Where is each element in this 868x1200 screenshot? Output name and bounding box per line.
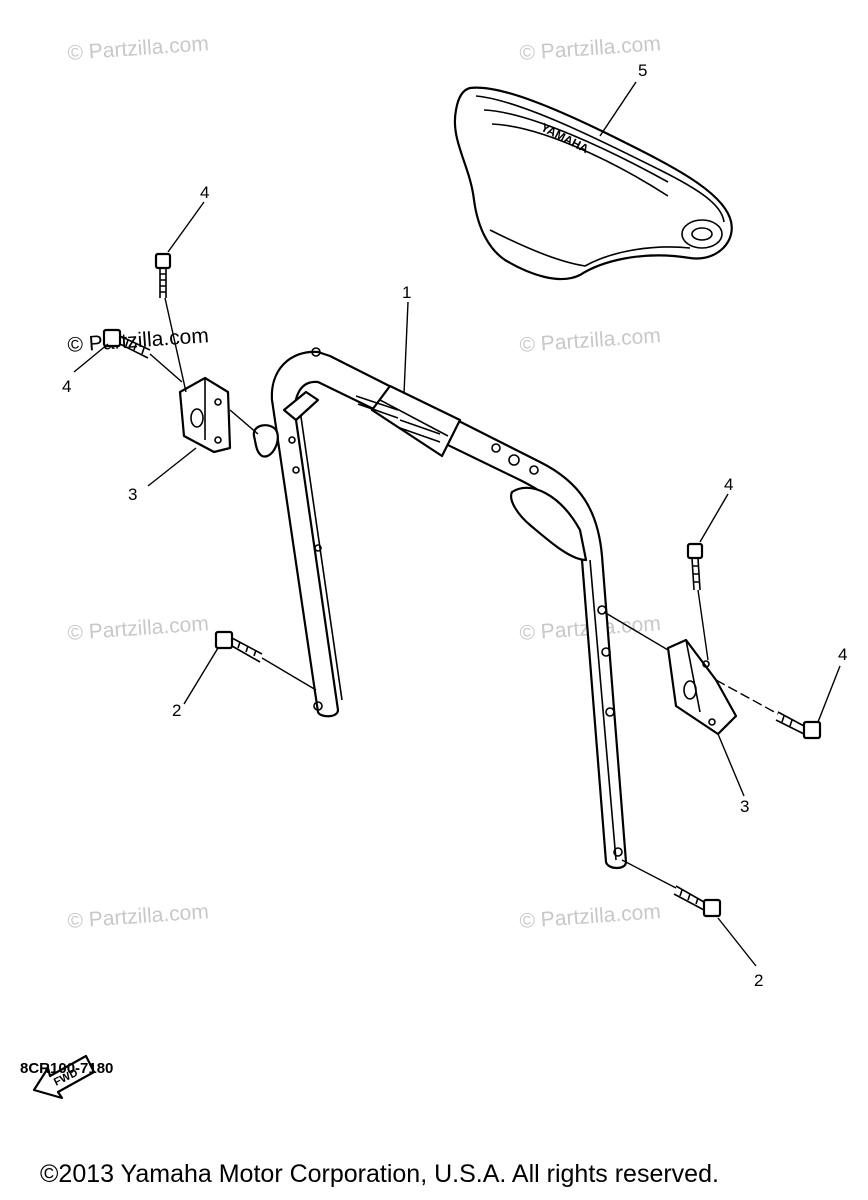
bolt-4-right-top (686, 542, 704, 591)
frame-bar (270, 347, 628, 870)
copyright-notice: ©2013 Yamaha Motor Corporation, U.S.A. A… (40, 1160, 719, 1188)
watermark: © Partzilla.com (67, 32, 210, 65)
callout-2: 2 (754, 971, 763, 990)
watermark: © Partzilla.com (519, 900, 662, 933)
callout-4: 4 (838, 645, 847, 664)
bolt-2-right (673, 885, 722, 918)
watermark: © Partzilla.com (67, 612, 210, 645)
bolt-4-top-left (154, 252, 172, 298)
bolt-4-right (775, 711, 822, 740)
callout-2: 2 (172, 701, 181, 720)
bracket-left (178, 376, 279, 458)
diagram-code: 8CR100-7180 (20, 1060, 114, 1077)
watermark: © Partzilla.com (67, 324, 210, 357)
callout-1: 1 (402, 283, 411, 302)
callout-3: 3 (128, 485, 137, 504)
seat-pad: YAMAHA (453, 86, 733, 281)
callout-3: 3 (740, 797, 749, 816)
watermark: © Partzilla.com (519, 324, 662, 357)
callout-5: 5 (638, 61, 647, 80)
bracket-right (666, 638, 738, 736)
callout-4: 4 (724, 475, 733, 494)
fwd-arrow-icon: FWD (32, 1054, 96, 1100)
bolt-4-left (102, 328, 151, 359)
assembly-lines (149, 297, 779, 889)
watermark: © Partzilla.com (67, 900, 210, 933)
callout-leaders (73, 81, 841, 967)
callout-4: 4 (200, 183, 209, 202)
callout-4: 4 (62, 377, 71, 396)
bolt-2-left (214, 630, 263, 663)
